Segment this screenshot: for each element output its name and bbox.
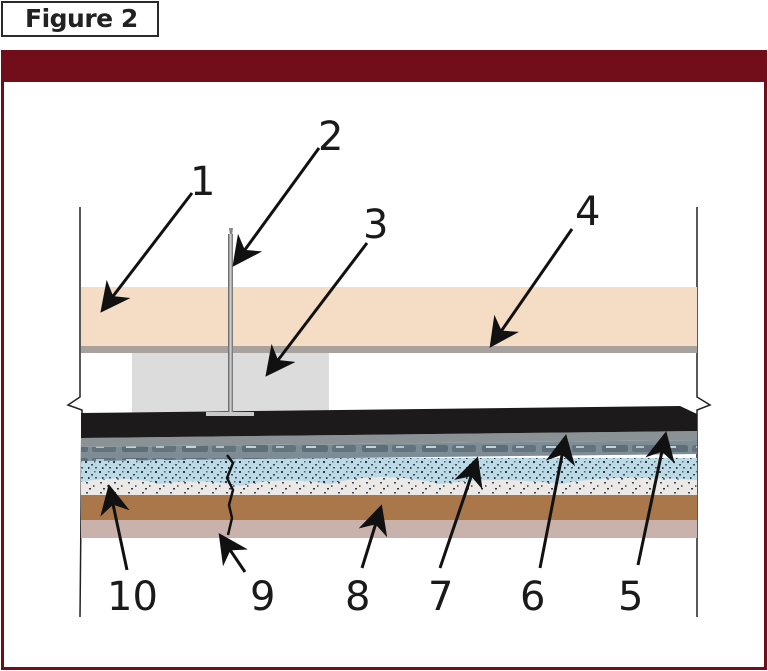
- callout-1: 1: [190, 159, 215, 205]
- board-underside-strip: [81, 346, 697, 353]
- brown-deck-layer: [81, 495, 697, 520]
- base-layer: [81, 520, 697, 538]
- figure-header-bar: [1, 50, 767, 82]
- callout-4: 4: [575, 189, 600, 235]
- gray-layer: [81, 431, 697, 447]
- callout-6: 6: [520, 574, 545, 620]
- callout-10: 10: [107, 574, 158, 620]
- aggregate-pale-band: [81, 477, 697, 495]
- upper-board-layer: [81, 287, 697, 346]
- callout-7: 7: [428, 574, 453, 620]
- callout-9: 9: [250, 574, 275, 620]
- callout-2: 2: [318, 114, 343, 160]
- callout-labels: 1 2 3 4 5 6 7 8 9 10: [107, 114, 643, 620]
- callout-5: 5: [618, 574, 643, 620]
- crack: [225, 454, 235, 536]
- callout-3: 3: [363, 202, 388, 248]
- figure-frame: [1, 50, 767, 670]
- callout-arrows: [100, 147, 675, 573]
- callout-8: 8: [345, 574, 370, 620]
- fastener-nail: [206, 228, 254, 416]
- figure-label: Figure 2: [1, 1, 159, 37]
